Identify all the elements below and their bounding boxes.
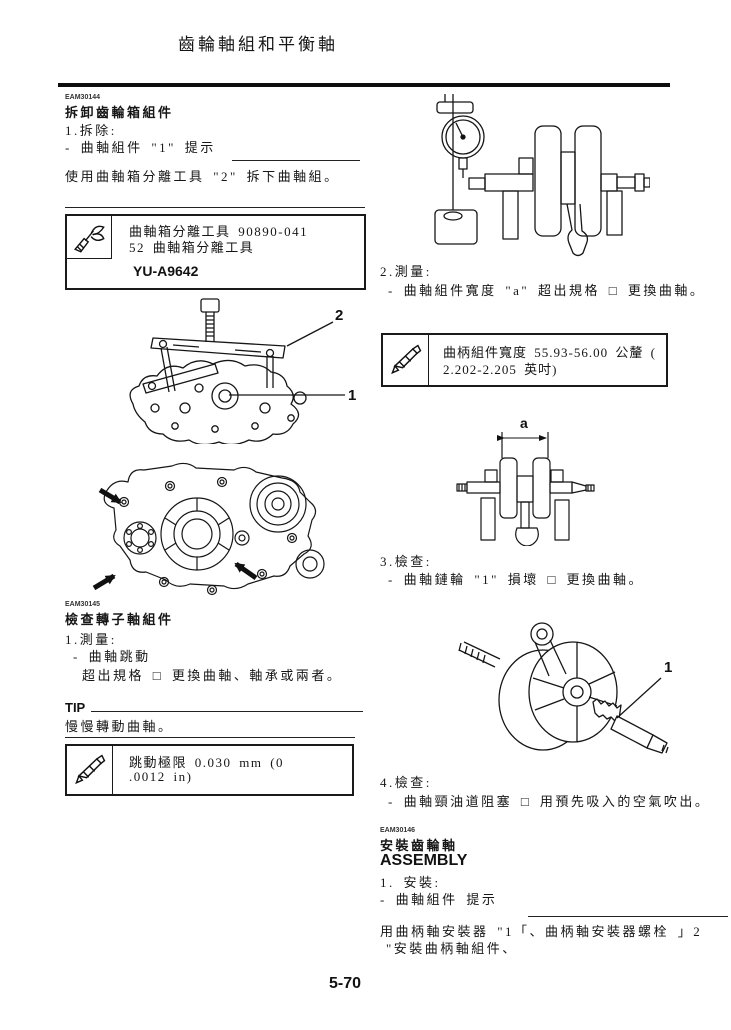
arrow-markers	[92, 487, 258, 591]
caliper-icon	[383, 335, 429, 385]
callout-1: 1	[348, 387, 356, 404]
spec-box-width: 曲柄組件寬度 55.93-56.00 公釐 ( 2.202-2.205 英吋)	[381, 333, 668, 387]
figure-crankshaft-sprocket: 1	[445, 616, 695, 766]
page-number: 5-70	[328, 975, 362, 992]
section-heading: 檢查轉子軸組件	[65, 612, 174, 627]
spec-line1: 曲柄組件寬度 55.93-56.00 公釐 (	[443, 345, 656, 360]
bullet-text: - 曲軸組件寬度 "a" 超出規格 □ 更換曲軸。	[388, 283, 706, 298]
bullet-text: - 曲軸跳動	[73, 649, 151, 664]
figure-crankcase-arrows	[82, 446, 344, 606]
tip-close-rule	[65, 207, 365, 208]
tip-text: 使用曲軸箱分離工具 "2" 拆下曲軸組。	[65, 169, 340, 184]
bullet-text: - 曲軸頸油道阻塞 □ 用預先吸入的空氣吹出。	[388, 794, 711, 809]
tool-name-line1: 曲軸箱分離工具 90890-041	[129, 224, 309, 239]
tip-rule	[91, 711, 363, 712]
callout-1: 1	[664, 659, 672, 676]
tip-text: 慢慢轉動曲軸。	[65, 719, 174, 734]
section-heading: 安裝齒輪軸	[380, 838, 458, 853]
spec-line1: 跳動極限 0.030 mm (0	[129, 755, 285, 770]
tip-label: TIP	[65, 700, 86, 715]
tip-open-rule	[528, 916, 728, 917]
spec-line2: .0012 in)	[129, 769, 193, 784]
figure-runout-measurement	[415, 92, 650, 260]
special-tool-icon	[67, 216, 112, 259]
assembly-subheading: ASSEMBLY	[380, 852, 468, 869]
section-code: EAM30144	[65, 94, 101, 101]
section-code: EAM30145	[65, 601, 101, 608]
caliper-icon	[67, 746, 113, 794]
step-text: 1.拆除:	[65, 123, 117, 138]
tool-name-line2: 52 曲軸箱分離工具	[129, 240, 255, 255]
step-text: 4.檢查:	[380, 775, 432, 790]
step-text: 3.檢查:	[380, 554, 432, 569]
tip-close-rule	[65, 737, 355, 738]
section-heading: 拆卸齒輪箱組件	[65, 105, 174, 120]
callout-2: 2	[335, 307, 343, 324]
header-rule	[58, 83, 670, 87]
bullet-text: - 曲軸組件 提示	[380, 892, 498, 907]
page-title: 齒輪軸組和平衡軸	[178, 35, 338, 54]
tip-header: TIP	[65, 700, 363, 715]
tip-text-line1: 用曲柄軸安裝器 "1「、曲柄軸安裝器螺栓 」2	[380, 924, 703, 939]
result-text: 超出規格 □ 更換曲軸、軸承或兩者。	[82, 668, 343, 683]
dimension-label-a: a	[520, 415, 528, 431]
step-text: 2.測量:	[380, 264, 432, 279]
spec-line2: 2.202-2.205 英吋)	[443, 362, 558, 377]
figure-crank-width: a	[455, 406, 595, 546]
tip-text-line2: "安裝曲柄軸組件、	[386, 941, 518, 956]
special-tool-box: 曲軸箱分離工具 90890-041 52 曲軸箱分離工具 YU-A9642	[65, 214, 366, 290]
tool-part-number: YU-A9642	[133, 263, 199, 279]
figure-crankcase-separator: 2 1	[95, 296, 365, 444]
bullet-text: - 曲軸組件 "1" 提示	[65, 140, 216, 155]
spec-box-runout: 跳動極限 0.030 mm (0 .0012 in)	[65, 744, 354, 796]
section-code: EAM30146	[380, 827, 416, 834]
bullet-text: - 曲軸鏈輪 "1" 損壞 □ 更換曲軸。	[388, 572, 645, 587]
tip-open-rule	[232, 160, 360, 161]
step-text: 1. 安裝:	[380, 875, 441, 890]
step-text: 1.測量:	[65, 632, 117, 647]
